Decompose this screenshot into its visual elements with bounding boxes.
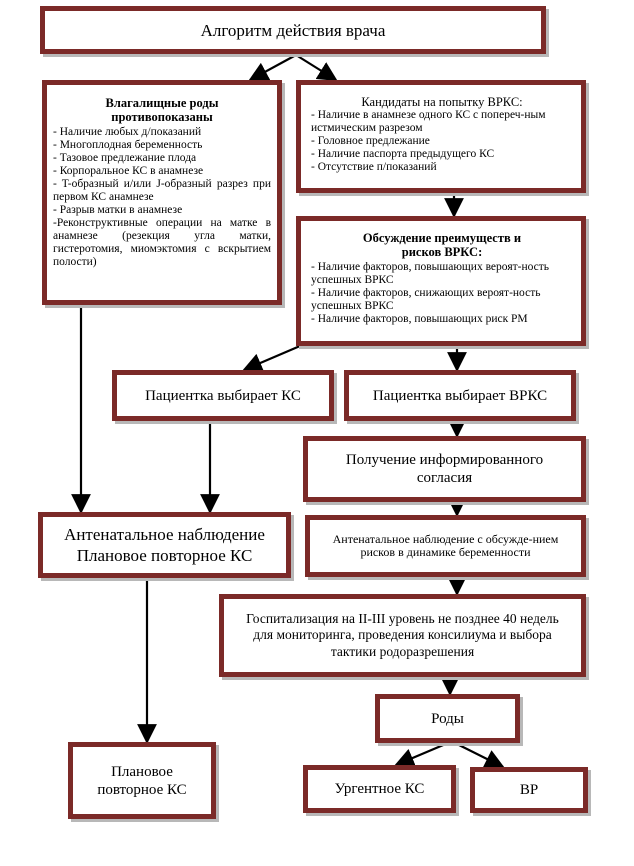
hospital-text: Госпитализация на II-III уровень не позд…: [246, 610, 559, 659]
arrow-birth-to-vr: [454, 742, 505, 768]
candidate-item: - Отсутствие п/показаний: [311, 161, 437, 173]
vr-text: ВР: [519, 782, 539, 798]
planned-cs-text: Плановое повторное КС: [97, 763, 187, 798]
hospital-box: Госпитализация на II-III уровень не позд…: [219, 594, 586, 677]
consent-box: Получение информированного согласия: [303, 436, 586, 502]
antenatal-right-box: Антенатальное наблюдение с обсужде-нием …: [305, 515, 586, 577]
candidate-item: - Головное предлежание: [311, 135, 430, 147]
contraindication-item: - Многоплодная беременность: [53, 139, 203, 151]
discussion-item: - Наличие факторов, снижающих вероят-нос…: [311, 287, 541, 312]
arrow-birth-to-urgent-cs: [394, 741, 449, 768]
contraindications-heading: Влагалищные роды противопоказаны: [105, 96, 219, 124]
arrow-title-to-candidates: [295, 54, 338, 82]
contraindication-item: - Наличие любых д/показаний: [53, 126, 202, 138]
birth-text: Роды: [431, 710, 464, 727]
planned-cs-box: Плановое повторное КС: [68, 742, 216, 819]
consent-text: Получение информированного согласия: [345, 452, 544, 486]
discussion-item: - Наличие факторов, повышающих вероят-но…: [311, 261, 550, 286]
choice-vrks-box: Пациентка выбирает ВРКС: [344, 370, 576, 421]
candidate-item: - Наличие в анамнезе одного КС с попереч…: [311, 109, 546, 134]
antenatal-left-line1: Антенатальное наблюдение: [64, 525, 265, 544]
discussion-heading: Обсуждение преимуществ и рисков ВРКС:: [362, 231, 522, 259]
title-text: Алгоритм действия врача: [200, 20, 386, 40]
title-box: Алгоритм действия врача: [40, 6, 546, 54]
choice-cs-box: Пациентка выбирает КС: [112, 370, 334, 421]
arrow-discussion-to-choice-cs: [242, 344, 301, 373]
antenatal-left-line2: Плановое повторное КС: [76, 546, 253, 565]
vr-box: ВР: [470, 767, 588, 813]
urgent-cs-text: Ургентное КС: [334, 781, 425, 797]
antenatal-right-text: Антенатальное наблюдение с обсужде-нием …: [332, 531, 559, 559]
urgent-cs-box: Ургентное КС: [303, 765, 456, 813]
contraindication-item: - Корпоральное КС в анамнезе: [53, 165, 204, 177]
contraindications-box: Влагалищные роды противопоказаны - Налич…: [42, 80, 282, 305]
choice-vrks-text: Пациентка выбирает ВРКС: [372, 387, 548, 404]
candidates-heading: Кандидаты на попытку ВРКС:: [361, 95, 523, 109]
choice-cs-text: Пациентка выбирает КС: [145, 387, 301, 404]
contraindication-item: - Тазовое предлежание плода: [53, 152, 197, 164]
antenatal-left-box: Антенатальное наблюдение Плановое повтор…: [38, 512, 291, 578]
contraindication-item: - Разрыв матки в анамнезе: [53, 204, 183, 216]
discussion-box: Обсуждение преимуществ и рисков ВРКС: - …: [296, 216, 586, 346]
candidates-box: Кандидаты на попытку ВРКС: - Наличие в а…: [296, 80, 586, 193]
contraindication-item: - T-образный и/или J-образный разрез при…: [53, 178, 271, 203]
discussion-item: - Наличие факторов, повышающих риск РМ: [311, 313, 528, 325]
birth-box: Роды: [375, 694, 520, 743]
arrow-title-to-contraindications: [248, 54, 297, 81]
contraindication-item: -Реконструктивные операции на матке в ан…: [53, 217, 271, 268]
candidate-item: - Наличие паспорта предыдущего КС: [311, 148, 495, 160]
